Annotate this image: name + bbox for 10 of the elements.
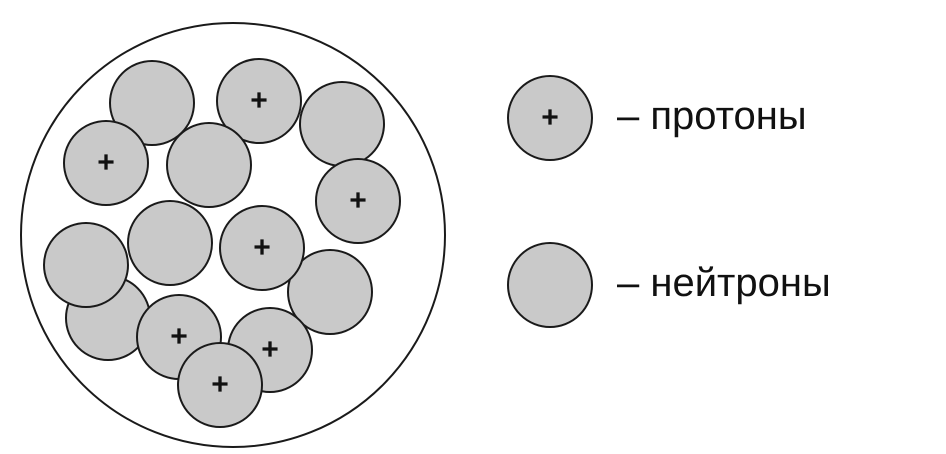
plus-sign: + [250, 86, 268, 116]
legend-text: – протоны [617, 96, 807, 136]
plus-sign: + [261, 335, 279, 365]
plus-sign: + [97, 148, 115, 178]
plus-sign: + [253, 233, 271, 263]
plus-sign: + [349, 186, 367, 216]
plus-sign: + [211, 370, 229, 400]
plus-sign: + [170, 322, 188, 352]
legend-text: – нейтроны [617, 263, 831, 303]
plus-sign: + [541, 103, 559, 133]
